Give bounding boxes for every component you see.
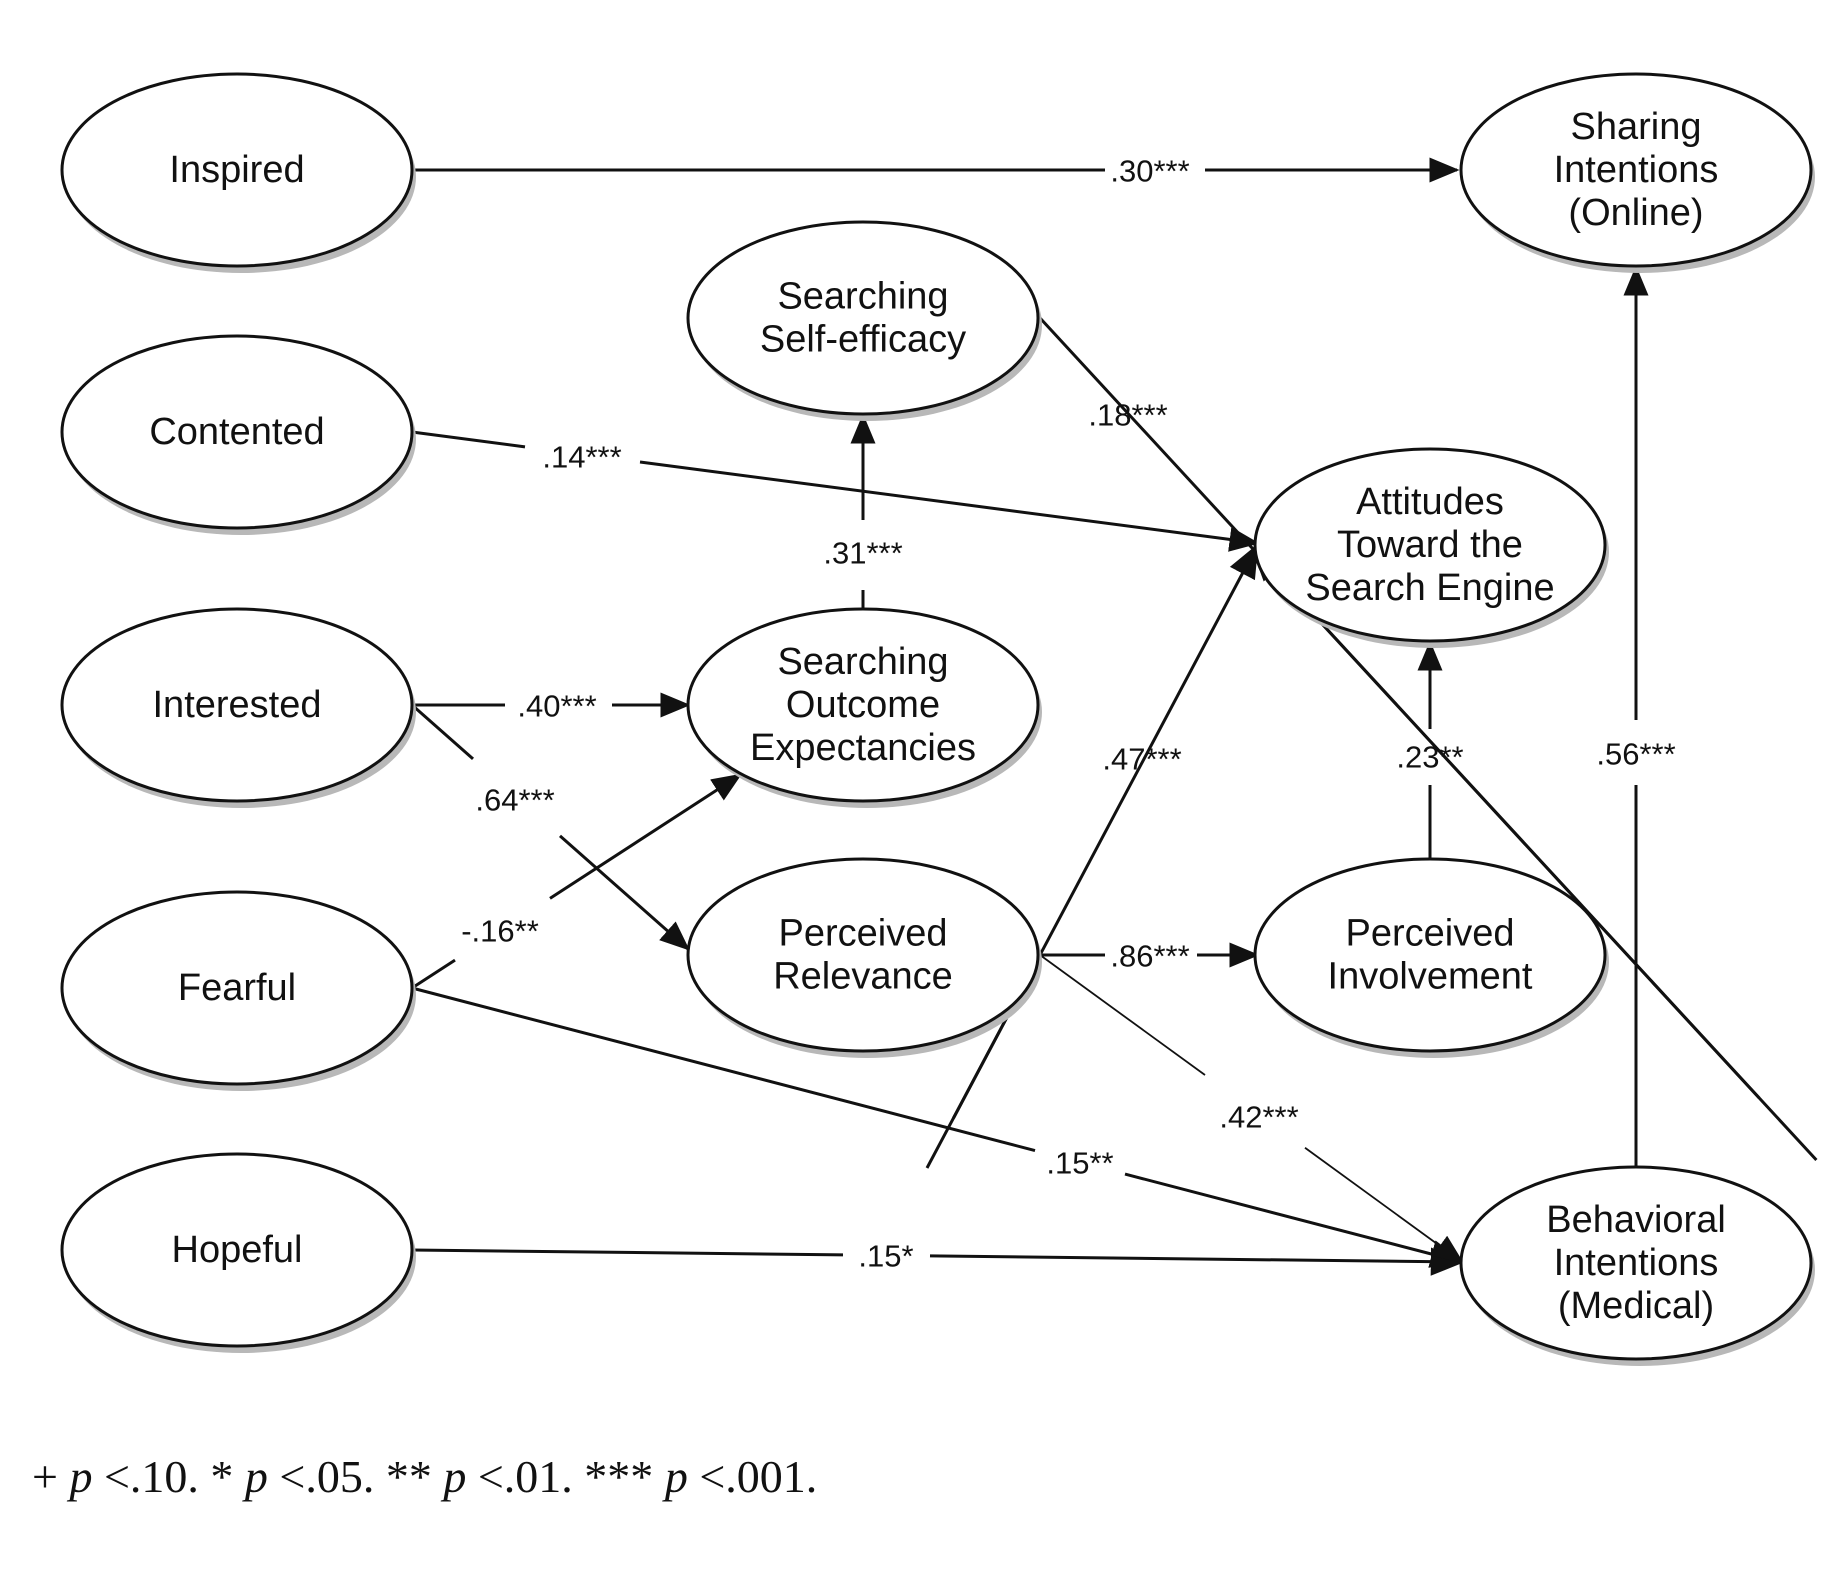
node-label-involvement: Perceived — [1346, 913, 1515, 955]
footnote-p-symbol: p — [69, 1451, 93, 1502]
edge-interested-outcome: .40*** — [412, 689, 691, 724]
footnote-p-symbol: p — [244, 1451, 268, 1502]
node-ellipse — [60, 1152, 414, 1348]
edge-inspired-sharing: .30*** — [412, 154, 1460, 189]
node-ellipse — [1459, 1165, 1813, 1361]
node-ellipse — [60, 72, 414, 268]
edge-label-outcome-selfefficacy: .31*** — [823, 536, 902, 571]
edge-label-hopeful-behavioral: .15* — [858, 1239, 913, 1274]
edge-label-contented-attitudes: .14*** — [542, 440, 621, 475]
node-hopeful: Hopeful — [60, 1152, 416, 1353]
edge-arrow — [1124, 1172, 1465, 1268]
edge-label-fearful-behavioral: .15** — [1046, 1146, 1113, 1181]
edge-contented-attitudes: .14*** — [411, 430, 1260, 552]
edge-segment — [411, 958, 456, 990]
edge-label-relevance-behavioral: .42*** — [1219, 1100, 1298, 1135]
node-label-sharing: (Online) — [1568, 192, 1703, 234]
edge-label-fearful-outcome: -.16** — [461, 914, 539, 949]
footnote-text: <.10. * — [92, 1451, 245, 1502]
footnote-text: <.05. ** — [267, 1451, 444, 1502]
node-label-attitudes: Search Engine — [1305, 567, 1554, 609]
node-fearful: Fearful — [60, 890, 416, 1091]
node-contented: Contented — [60, 334, 416, 535]
node-ellipse — [1253, 857, 1607, 1053]
edge-label-involvement-attitudes: .23** — [1396, 740, 1463, 775]
edge-outcome-selfefficacy: .31*** — [823, 413, 903, 609]
edge-behavioral-sharing: .56*** — [1596, 265, 1676, 1167]
node-label-sharing: Sharing — [1571, 106, 1702, 148]
node-ellipse — [60, 607, 414, 803]
node-label-outcome-expectancies: Outcome — [786, 684, 940, 726]
node-label-attitudes: Attitudes — [1356, 481, 1504, 523]
edge-label-relevance-attitudes: .47*** — [1102, 742, 1181, 777]
node-ellipse — [686, 857, 1040, 1053]
footnote-text: <.01. *** — [466, 1451, 665, 1502]
node-label-fearful: Fearful — [178, 967, 296, 1009]
edge-fearful-outcome: -.16** — [411, 773, 743, 990]
node-label-involvement: Involvement — [1328, 956, 1533, 998]
node-label-relevance: Relevance — [773, 956, 953, 998]
node-ellipse — [60, 890, 414, 1086]
edge-label-behavioral-sharing: .56*** — [1596, 737, 1675, 772]
edge-arrow — [929, 1247, 1465, 1276]
edge-segment — [411, 986, 1036, 1153]
edge-arrow — [1251, 546, 1818, 1162]
edge-arrow — [952, 543, 1259, 1119]
node-ellipse — [1253, 447, 1607, 643]
edge-label-interested-outcome: .40*** — [517, 689, 596, 724]
node-label-inspired: Inspired — [169, 149, 304, 191]
node-label-outcome-expectancies: Searching — [777, 641, 948, 683]
node-label-behavioral: Intentions — [1554, 1242, 1719, 1284]
edge-segment — [411, 430, 526, 449]
node-label-contented: Contented — [149, 411, 324, 453]
node-inspired: Inspired — [60, 72, 416, 273]
footnote-text: + — [32, 1451, 70, 1502]
node-ellipse — [1459, 72, 1813, 268]
edge-segment — [411, 1248, 844, 1257]
footnote-p-symbol: p — [443, 1451, 467, 1502]
node-label-relevance: Perceived — [779, 913, 948, 955]
node-label-self-efficacy: Self-efficacy — [760, 319, 966, 361]
edge-label-inspired-sharing: .30*** — [1110, 154, 1189, 189]
edge-interested-relevance: .64*** — [411, 703, 690, 951]
edge-fearful-behavioral: .15** — [411, 986, 1465, 1268]
node-ellipse — [686, 607, 1040, 803]
node-label-behavioral: Behavioral — [1546, 1199, 1726, 1241]
node-label-interested: Interested — [153, 684, 322, 726]
node-label-sharing: Intentions — [1554, 149, 1719, 191]
edge-label-interested-relevance: .64*** — [475, 783, 554, 818]
edge-segment — [1039, 954, 1206, 1076]
node-label-hopeful: Hopeful — [172, 1229, 303, 1271]
edge-arrow — [639, 460, 1260, 552]
significance-footnote: + p <.10. * p <.05. ** p <.01. *** p <.0… — [32, 1450, 817, 1503]
edge-involvement-attitudes: .23** — [1396, 640, 1464, 859]
footnote-text: <.001. — [687, 1451, 818, 1502]
edge-segment — [411, 703, 474, 761]
node-label-behavioral: (Medical) — [1558, 1285, 1714, 1327]
footnote-p-symbol: p — [664, 1451, 688, 1502]
edge-hopeful-behavioral: .15* — [411, 1239, 1465, 1276]
edge-arrow — [1304, 1147, 1465, 1264]
edge-arrow — [559, 834, 690, 951]
node-ellipse — [60, 334, 414, 530]
node-interested: Interested — [60, 607, 416, 808]
node-label-self-efficacy: Searching — [777, 276, 948, 318]
edge-selfefficacy-attitudes: .18*** — [1038, 316, 1818, 1162]
node-ellipse — [686, 220, 1040, 416]
node-label-outcome-expectancies: Expectancies — [750, 727, 976, 769]
edge-label-relevance-involvement: .86*** — [1110, 939, 1189, 974]
edge-label-selfefficacy-attitudes: .18*** — [1088, 398, 1167, 433]
node-label-attitudes: Toward the — [1337, 524, 1523, 566]
edge-arrow — [549, 773, 743, 900]
edge-relevance-involvement: .86*** — [1040, 939, 1260, 974]
edge-relevance-behavioral: .42*** — [1039, 954, 1465, 1264]
